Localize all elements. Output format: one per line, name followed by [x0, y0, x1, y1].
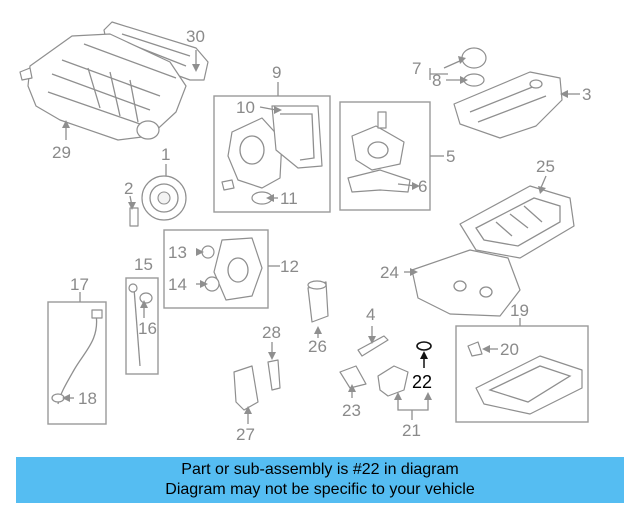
callout-29[interactable]: 29 [52, 143, 71, 162]
callout-4[interactable]: 4 [366, 305, 375, 324]
callout-6[interactable]: 6 [418, 177, 427, 196]
exploded-parts-diagram: 30 29 9 10 11 5 6 7 8 3 1 2 25 13 14 12 … [19, 21, 591, 444]
callout-3[interactable]: 3 [582, 85, 591, 104]
callout-10[interactable]: 10 [236, 98, 255, 117]
callout-7[interactable]: 7 [412, 59, 421, 78]
callout-1[interactable]: 1 [161, 145, 170, 164]
callout-15[interactable]: 15 [134, 255, 153, 274]
callout-24[interactable]: 24 [380, 263, 399, 282]
callout-22-highlighted[interactable]: 22 [412, 372, 432, 392]
callout-2[interactable]: 2 [124, 179, 133, 198]
callout-13[interactable]: 13 [168, 243, 187, 262]
callout-19[interactable]: 19 [510, 301, 529, 320]
callout-5[interactable]: 5 [446, 147, 455, 166]
info-banner: Part or sub-assembly is #22 in diagram D… [16, 457, 624, 503]
part-21-pickup [377, 365, 409, 397]
part-22-o-ring [416, 341, 432, 351]
part-25-upper-oil-pan [459, 185, 575, 259]
callout-26[interactable]: 26 [308, 337, 327, 356]
callout-11[interactable]: 11 [280, 189, 298, 208]
callout-14[interactable]: 14 [168, 275, 187, 294]
part-2-bolt [129, 207, 139, 227]
callout-17[interactable]: 17 [70, 275, 89, 294]
callout-30[interactable]: 30 [186, 27, 205, 46]
part-23-bracket [339, 365, 367, 389]
part-17-dipstick-tube-group [47, 301, 107, 425]
part-29-intake-manifold [19, 33, 187, 141]
callout-9[interactable]: 9 [272, 63, 281, 82]
part-7-8-filler-cap [461, 47, 487, 87]
callout-16[interactable]: 16 [138, 319, 157, 338]
part-28 [267, 359, 281, 391]
callout-20[interactable]: 20 [500, 340, 519, 359]
part-4-bracket [357, 335, 389, 357]
callout-12[interactable]: 12 [280, 257, 299, 276]
leader-arrowheads [62, 56, 568, 414]
part-24-oil-pan-plate [411, 249, 521, 317]
callout-27[interactable]: 27 [236, 425, 255, 444]
callout-28[interactable]: 28 [262, 323, 281, 342]
part-27 [233, 365, 259, 411]
part-12-front-cover-group [163, 229, 269, 309]
part-19-lower-oil-pan-group [455, 325, 589, 423]
callout-18[interactable]: 18 [78, 389, 97, 408]
part-15-dipstick-group [125, 277, 159, 375]
part-3-valve-cover [453, 71, 563, 139]
part-26-oil-filter [307, 280, 329, 323]
callout-8[interactable]: 8 [432, 71, 441, 90]
callout-23[interactable]: 23 [342, 401, 361, 420]
banner-line-part-number: Part or sub-assembly is #22 in diagram [181, 461, 459, 478]
part-1-crank-pulley [141, 175, 187, 221]
callout-21[interactable]: 21 [402, 421, 421, 440]
arrowhead-22 [420, 351, 428, 359]
part-9-timing-cover-group [213, 95, 331, 213]
banner-line-disclaimer: Diagram may not be specific to your vehi… [165, 481, 475, 498]
part-5-oil-pump-group [339, 101, 431, 211]
callout-25[interactable]: 25 [536, 157, 555, 176]
